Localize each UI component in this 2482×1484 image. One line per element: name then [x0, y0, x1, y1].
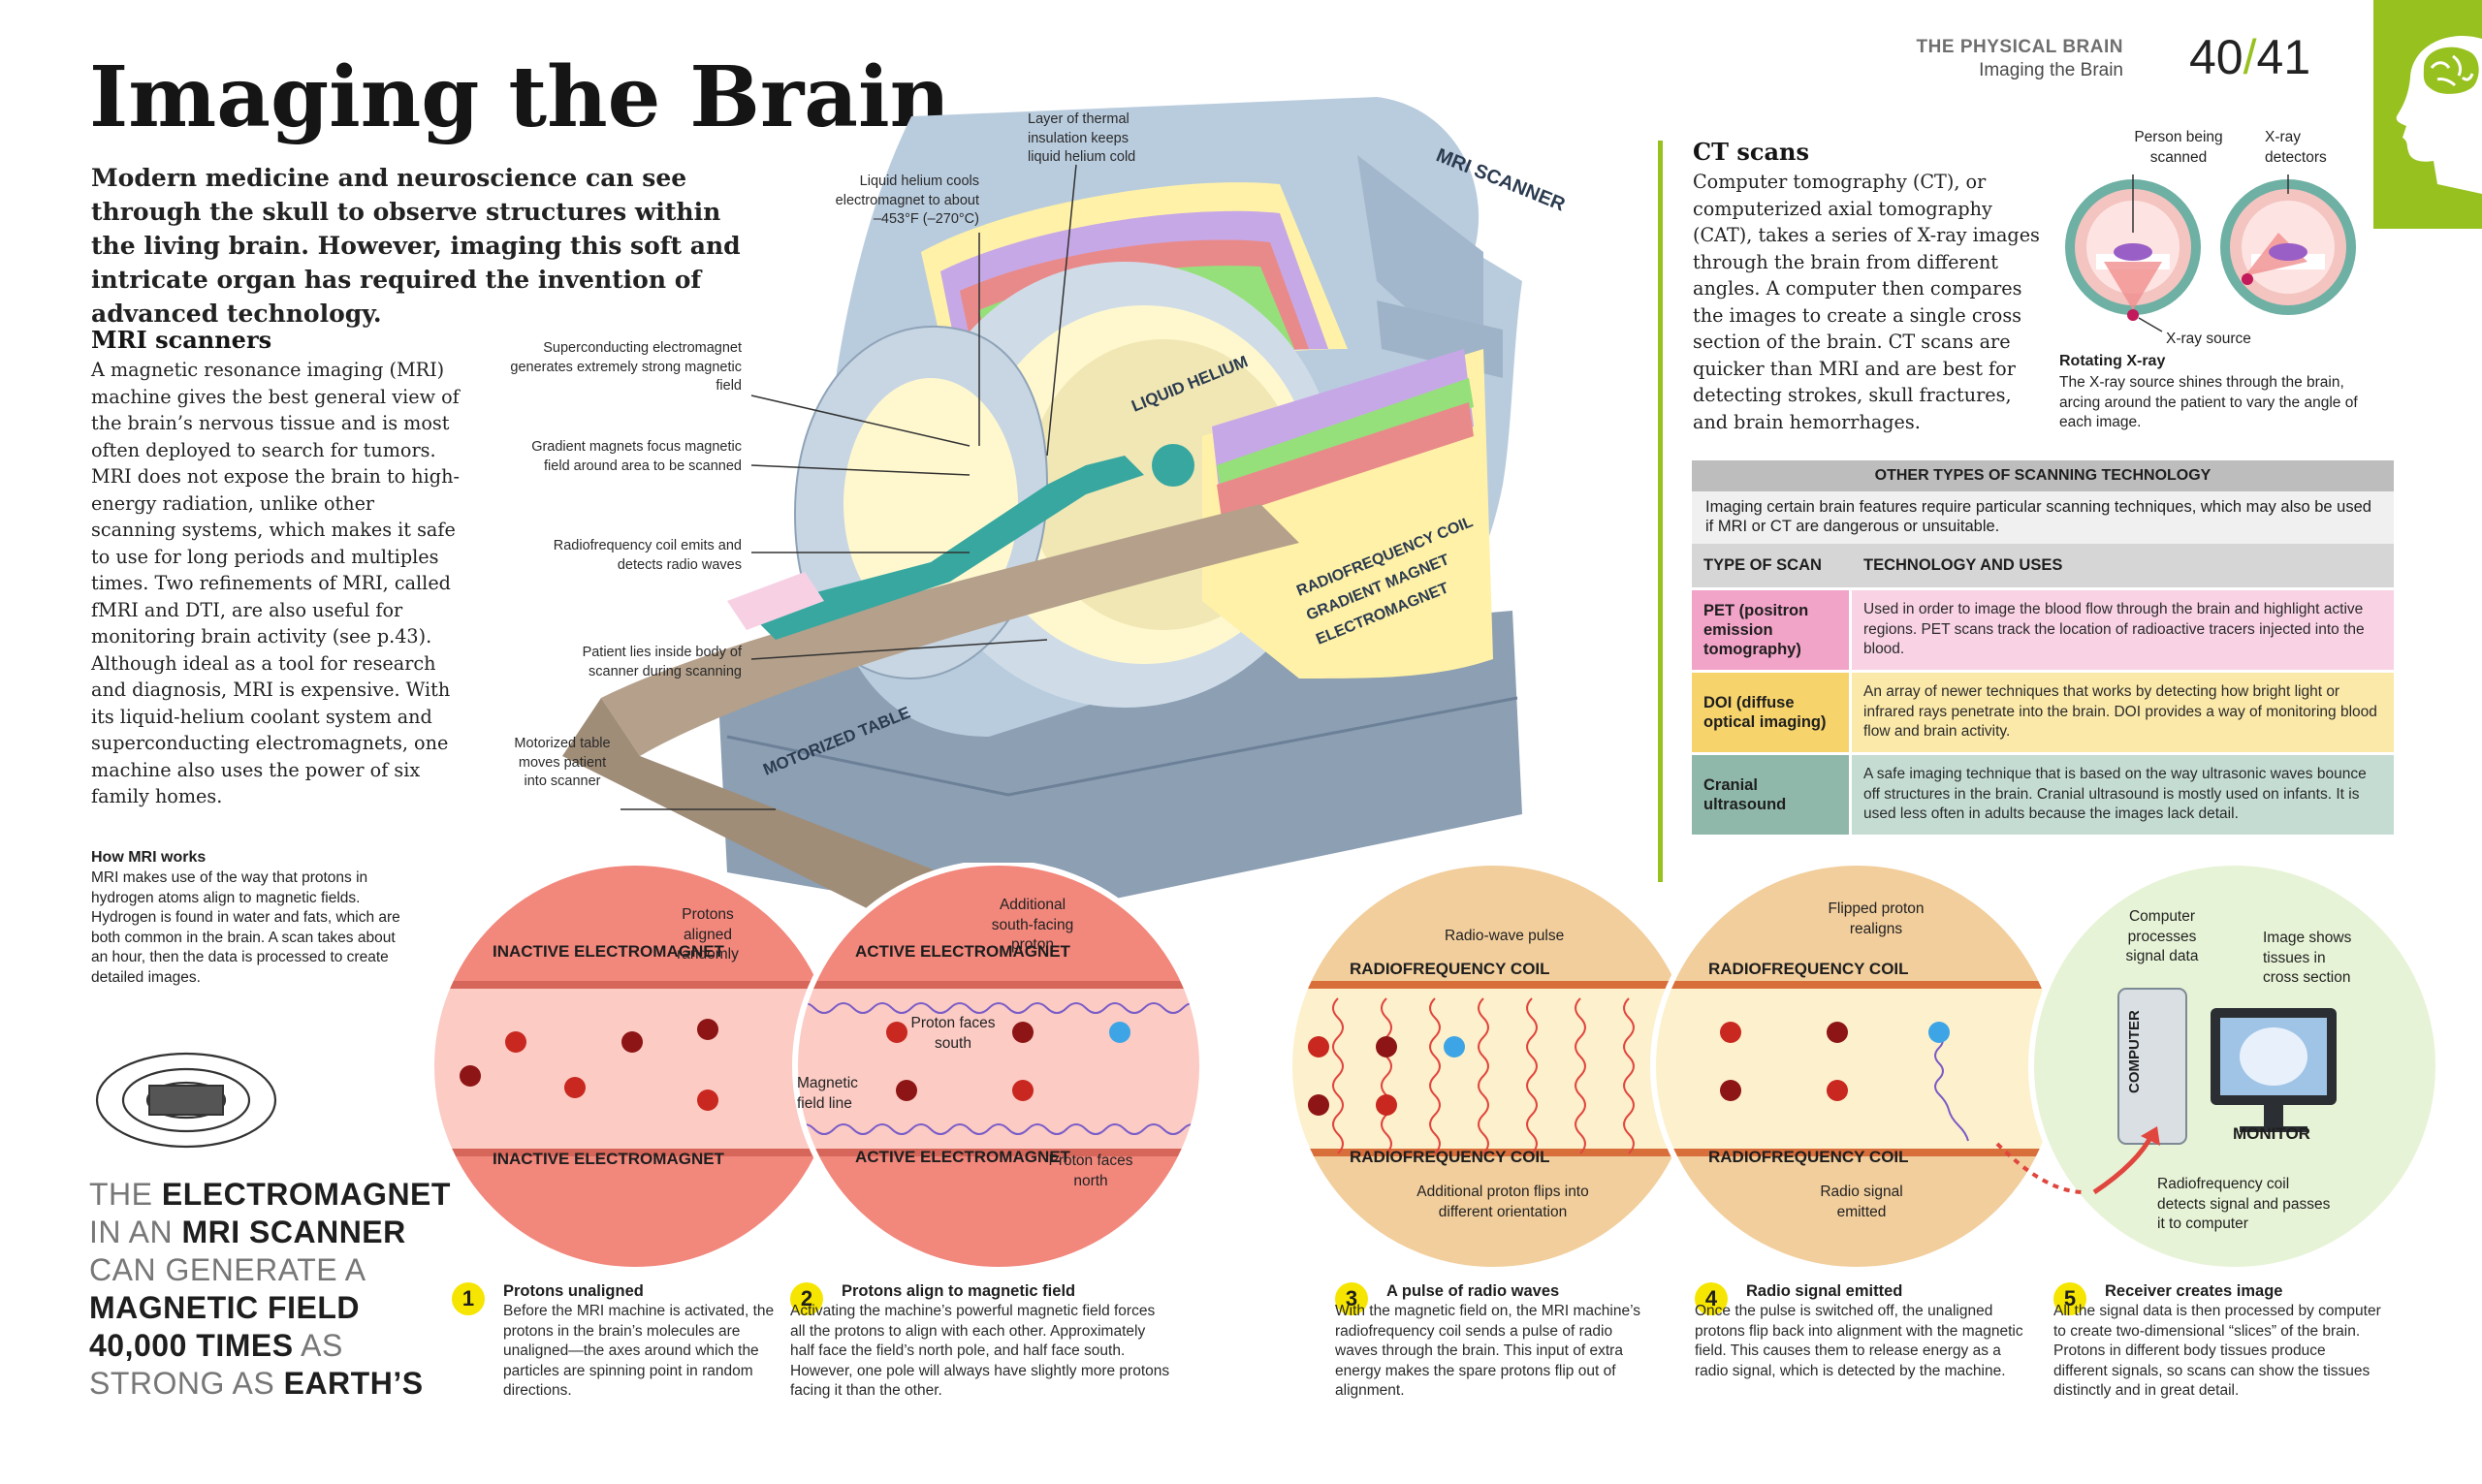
page-numbers: 40/41 — [2189, 29, 2310, 85]
c3-bottom-label: RADIOFREQUENCY COIL — [1350, 1148, 1550, 1166]
c4-note-bottom: Radio signal emitted — [1820, 1184, 1903, 1220]
c2-note-south: Proton faces south — [910, 1015, 996, 1052]
mri-scanner-illustration: MRI SCANNER LIQUID HELIUM RADIOFREQUENCY… — [562, 97, 1569, 931]
c3-top-label: RADIOFREQUENCY COIL — [1350, 960, 1550, 978]
mri-steps-diagram — [429, 863, 2441, 1273]
row-desc: Used in order to image the blood flow th… — [1852, 590, 2394, 670]
c2-note-field: Magnetic field line — [797, 1075, 858, 1112]
table-row: Cranial ultrasound A safe imaging techni… — [1692, 755, 2394, 835]
c2-note-top: Additional south-facing proton — [991, 897, 1074, 953]
ct-ring-right — [2220, 179, 2356, 315]
step-body: Activating the machine’s powerful magnet… — [790, 1303, 1170, 1399]
mri-body: A magnetic resonance imaging (MRI) machi… — [91, 359, 460, 807]
computer-icon — [2117, 988, 2187, 1145]
step-title: Radio signal emitted — [1746, 1282, 1903, 1300]
circle-active — [795, 863, 1202, 1270]
c1-bottom-label: INACTIVE ELECTROMAGNET — [493, 1150, 724, 1168]
ct-diagram — [2065, 174, 2356, 332]
col-technology: TECHNOLOGY AND USES — [1863, 556, 2063, 574]
c5-coil-note: Radiofrequency coil detects signal and p… — [2157, 1176, 2331, 1232]
c3-note-bottom: Additional proton flips into different o… — [1416, 1184, 1589, 1220]
step-body: All the signal data is then processed by… — [2053, 1303, 2381, 1399]
step-body: With the magnetic field on, the MRI mach… — [1335, 1303, 1641, 1399]
page-right: 41 — [2256, 30, 2311, 84]
step-number: 4 — [1695, 1282, 1728, 1315]
mri-heading: MRI scanners — [91, 326, 272, 354]
header-subtitle: Imaging the Brain — [1979, 60, 2123, 80]
callout-helium: Liquid helium cools electromagnet to abo… — [835, 174, 979, 227]
page-title: Imaging the Brain — [89, 48, 951, 146]
how-mri-works-heading: How MRI works — [91, 849, 207, 866]
callout-superconducting: Superconducting electromagnet generates … — [510, 340, 742, 394]
scan-table-title: OTHER TYPES OF SCANNING TECHNOLOGY — [1692, 460, 2394, 491]
c5-computer-note: Computer processes signal data — [2125, 908, 2199, 964]
circle-inactive — [431, 863, 839, 1270]
motorized-table — [601, 504, 1299, 756]
ct-detectors-label: X-ray detectors — [2265, 129, 2327, 166]
page-separator: / — [2243, 30, 2257, 84]
c5-monitor-label: MONITOR — [2233, 1124, 2310, 1143]
c5-computer-label: COMPUTER — [2126, 1010, 2143, 1093]
row-type: DOI (diffuse optical imaging) — [1692, 673, 1849, 752]
c4-top-label: RADIOFREQUENCY COIL — [1708, 960, 1909, 978]
col-type: TYPE OF SCAN — [1703, 556, 1822, 574]
ct-body: Computer tomography (CT), or computerize… — [1693, 171, 2040, 433]
step-title: Receiver creates image — [2105, 1282, 2283, 1300]
step-body: Before the MRI machine is activated, the… — [503, 1303, 775, 1399]
corner-tab — [2373, 0, 2482, 229]
intro-text: Modern medicine and neuroscience can see… — [91, 164, 741, 328]
step-title: A pulse of radio waves — [1386, 1282, 1560, 1300]
patient-figure — [747, 456, 1144, 640]
step-body: Once the pulse is switched off, the unal… — [1695, 1303, 2023, 1379]
step-title: Protons unaligned — [503, 1282, 644, 1300]
callout-radiofrequency: Radiofrequency coil emits and detects ra… — [553, 538, 742, 573]
header-category: THE PHYSICAL BRAIN — [1916, 37, 2123, 57]
electromagnet-stat: THE ELECTROMAGNET IN AN MRI SCANNER CAN … — [89, 1177, 451, 1401]
c4-bottom-label: RADIOFREQUENCY COIL — [1708, 1148, 1909, 1166]
c4-note-top: Flipped proton realigns — [1828, 900, 1925, 937]
callout-patient: Patient lies inside body of scanner duri… — [582, 645, 742, 679]
step-title: Protons align to magnetic field — [842, 1282, 1076, 1300]
row-type: Cranial ultrasound — [1692, 755, 1849, 835]
c3-note-top: Radio-wave pulse — [1445, 928, 1565, 944]
step-number: 3 — [1335, 1282, 1368, 1315]
table-row: DOI (diffuse optical imaging) An array o… — [1692, 673, 2394, 752]
magnet-field-icon — [95, 1052, 277, 1149]
c5-image-note: Image shows tissues in cross section — [2263, 930, 2352, 986]
callout-gradient: Gradient magnets focus magnetic field ar… — [531, 439, 742, 474]
scan-table-header: TYPE OF SCAN TECHNOLOGY AND USES — [1692, 544, 2394, 587]
row-type: PET (positron emission tomography) — [1692, 590, 1849, 670]
page-left: 40 — [2189, 30, 2243, 84]
circle-pulse — [1289, 863, 1697, 1270]
c1-note: Protons aligned randomly — [677, 906, 739, 963]
table-row: PET (positron emission tomography) Used … — [1692, 590, 2394, 670]
c2-top-label: ACTIVE ELECTROMAGNET — [855, 942, 1070, 961]
head-brain-icon — [2396, 35, 2482, 195]
ct-person-label: Person being scanned — [2134, 129, 2223, 166]
step-number: 2 — [790, 1282, 823, 1315]
c1-top-label: INACTIVE ELECTROMAGNET — [493, 942, 724, 961]
callout-thermal: Layer of thermal insulation keeps liquid… — [1028, 111, 1136, 165]
how-mri-works-body: MRI makes use of the way that protons in… — [91, 869, 400, 986]
row-desc: A safe imaging technique that is based o… — [1852, 755, 2394, 835]
scan-table-intro: Imaging certain brain features require p… — [1692, 491, 2394, 544]
c2-note-north: Proton faces north — [1048, 1152, 1133, 1189]
row-desc: An array of newer techniques that works … — [1852, 673, 2394, 752]
ct-ring-left — [2065, 179, 2201, 321]
step-number: 5 — [2053, 1282, 2086, 1315]
c2-bottom-label: ACTIVE ELECTROMAGNET — [855, 1148, 1070, 1166]
circle-signal — [1653, 863, 2060, 1270]
step-number: 1 — [452, 1282, 485, 1315]
ct-heading: CT scans — [1693, 138, 1809, 166]
rotating-xray-body: The X-ray source shines through the brai… — [2059, 374, 2358, 430]
accent-bar — [1658, 141, 1663, 882]
callout-table: Motorized table moves patient into scann… — [514, 736, 611, 789]
ct-source-label: X-ray source — [2166, 331, 2251, 347]
rotating-xray-heading: Rotating X-ray — [2059, 353, 2166, 369]
